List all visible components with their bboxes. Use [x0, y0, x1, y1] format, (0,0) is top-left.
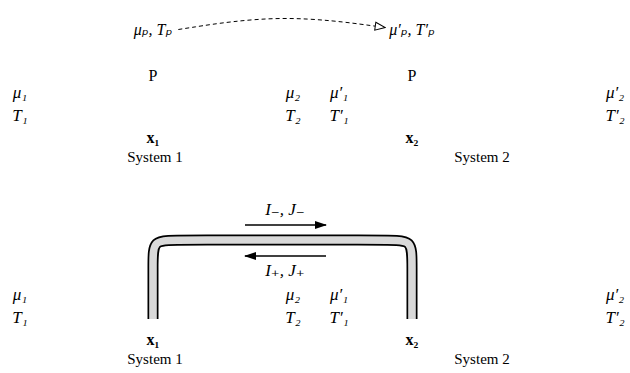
channel-wall — [362, 306, 602, 348]
reservoir-label: μ₁ — [13, 83, 27, 103]
channel-wall — [35, 272, 275, 288]
probe-letter: P — [113, 66, 193, 86]
channel-outline — [35, 264, 275, 364]
tube-wall — [153, 240, 412, 319]
reservoir-label: μ′₂ — [606, 285, 624, 305]
probe-tip: μₚ, Tₚ P — [113, 18, 193, 113]
reservoir-label: T′₁ — [329, 106, 348, 126]
tube-fill — [153, 240, 412, 319]
reservoir-label: μ₂ — [286, 285, 300, 305]
position-cross — [150, 119, 157, 126]
reservoir-label: μ₁ — [13, 285, 27, 305]
channel-outline — [362, 62, 602, 162]
channel-wall — [362, 272, 602, 288]
probe-state: μₚ, Tₚ — [113, 20, 193, 40]
flow-arrow — [245, 255, 326, 256]
probe-state: μ′ₚ, T′ₚ — [372, 20, 452, 40]
current-label: I₊, J₊ — [265, 261, 305, 281]
conductor-system: System 1 — [35, 264, 275, 364]
system-caption: System 2 — [362, 148, 602, 166]
conductor-system: System 2 — [362, 62, 602, 162]
reservoir-label: T₁ — [12, 106, 27, 126]
reservoir-label: T′₂ — [605, 308, 624, 328]
probe-tip: μ′ₚ, T′ₚP — [372, 18, 452, 113]
position-cross — [409, 119, 416, 126]
probe-shape — [137, 44, 169, 110]
reservoir-label: T₂ — [285, 308, 300, 328]
connecting-tube — [153, 240, 412, 319]
current-label: I₋, J₋ — [265, 200, 305, 220]
reservoir-label: μ₂ — [286, 83, 300, 103]
probe-shape — [396, 44, 428, 110]
position-label: x₁ — [147, 128, 160, 148]
flow-arrow — [245, 224, 326, 225]
position-label: x₂ — [406, 128, 419, 148]
reservoir-label: T₁ — [12, 308, 27, 328]
system-caption: System 1 — [35, 350, 275, 368]
channel-wall — [362, 104, 602, 146]
position-cross — [150, 321, 157, 328]
reservoir-label: T₂ — [285, 106, 300, 126]
system-caption: System 1 — [35, 148, 275, 166]
reservoir-label: T′₂ — [605, 106, 624, 126]
probe-letter: P — [372, 66, 452, 86]
position-cross — [409, 321, 416, 328]
position-label: x₁ — [147, 330, 160, 350]
channel-outline — [362, 264, 602, 364]
reservoir-label: μ′₁ — [330, 83, 348, 103]
reservoir-label: μ′₁ — [330, 285, 348, 305]
channel-wall — [362, 70, 602, 86]
conductor-system: System 2 — [362, 264, 602, 364]
probe-move-arrow — [178, 18, 385, 29]
reservoir-label: μ′₂ — [606, 83, 624, 103]
system-caption: System 2 — [362, 350, 602, 368]
position-label: x₂ — [406, 330, 419, 350]
reservoir-label: T′₁ — [329, 308, 348, 328]
dashed-arrow — [178, 18, 385, 29]
